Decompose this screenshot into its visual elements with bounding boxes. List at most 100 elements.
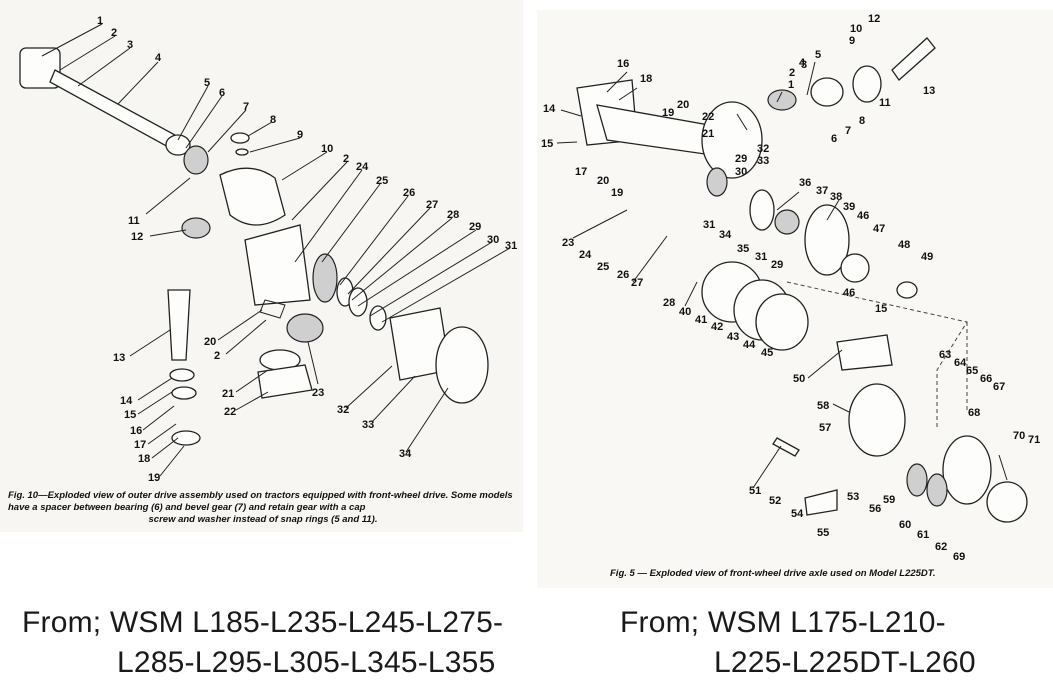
label-2b: 2 <box>343 153 349 165</box>
label-r62: 62 <box>935 541 947 553</box>
label-4: 4 <box>155 52 162 64</box>
label-r14: 14 <box>543 103 556 115</box>
flange-34 <box>435 326 489 404</box>
gear-12 <box>181 217 211 239</box>
label-r66: 66 <box>980 373 992 385</box>
label-r52: 52 <box>769 495 781 507</box>
label-r34: 34 <box>719 229 732 241</box>
label-r33: 33 <box>757 155 769 167</box>
right-dashed-guides <box>786 281 968 430</box>
label-r50: 50 <box>793 373 805 385</box>
label-13: 13 <box>113 352 125 364</box>
label-r57: 57 <box>819 422 831 434</box>
hub-47 <box>840 253 870 283</box>
label-r19b: 19 <box>611 187 623 199</box>
label-r17: 17 <box>575 166 587 178</box>
label-18: 18 <box>138 453 150 465</box>
disc-35 <box>749 189 775 231</box>
source-right-line1: From; WSM L175-L210- <box>620 606 946 639</box>
housing-22 <box>257 364 313 399</box>
label-r27: 27 <box>631 277 643 289</box>
label-r10: 10 <box>850 23 862 35</box>
label-r26: 26 <box>617 269 629 281</box>
source-left-line1: From; WSM L185-L235-L245-L275- <box>22 606 504 639</box>
flange-71 <box>986 481 1028 523</box>
gear-31 <box>774 209 800 235</box>
cap-13 <box>891 37 936 81</box>
label-r47: 47 <box>873 223 885 235</box>
label-r37: 37 <box>816 185 828 197</box>
label-r39: 39 <box>843 201 855 213</box>
label-30: 30 <box>487 234 499 246</box>
label-r15: 15 <box>541 138 553 150</box>
label-r63: 63 <box>939 349 951 361</box>
label-r1: 1 <box>788 79 794 91</box>
label-r56: 56 <box>869 503 881 515</box>
case-58 <box>848 383 906 457</box>
right-leaders <box>556 61 1008 489</box>
arm-50 <box>836 334 893 371</box>
left-exploded-diagram: 1 2 3 4 5 6 7 8 9 10 11 12 13 14 15 16 1… <box>19 15 517 484</box>
label-21: 21 <box>222 388 234 400</box>
source-left-line2: L285-L295-L305-L345-L355 <box>117 646 496 679</box>
left-figure-caption: Fig. 10—Exploded view of outer drive ass… <box>8 490 518 526</box>
label-32: 32 <box>337 404 349 416</box>
label-r6: 6 <box>831 133 837 145</box>
label-31: 31 <box>505 240 517 252</box>
label-27: 27 <box>426 199 438 211</box>
center-case <box>701 101 763 179</box>
label-r30: 30 <box>735 166 747 178</box>
right-labels: 1 2 3 4 5 6 7 8 9 10 11 12 13 14 15 16 1… <box>541 13 1040 563</box>
label-23: 23 <box>312 387 324 399</box>
label-r28: 28 <box>663 297 675 309</box>
label-25: 25 <box>376 175 388 187</box>
label-r32: 32 <box>757 143 769 155</box>
label-r69: 69 <box>953 551 965 563</box>
gear-62 <box>926 473 948 507</box>
ring-16 <box>171 386 197 400</box>
label-28: 28 <box>447 209 459 221</box>
label-r43: 43 <box>727 331 739 343</box>
label-r36: 36 <box>799 177 811 189</box>
label-r67: 67 <box>993 381 1005 393</box>
label-r60: 60 <box>899 519 911 531</box>
bearing-18 <box>171 430 201 446</box>
left-labels: 1 2 3 4 5 6 7 8 9 10 11 12 13 14 15 16 1… <box>97 15 517 484</box>
washer <box>235 148 249 156</box>
left-diagram-panel: 1 2 3 4 5 6 7 8 9 10 11 12 13 14 15 16 1… <box>0 0 523 532</box>
label-6: 6 <box>219 87 225 99</box>
label-7: 7 <box>243 101 249 113</box>
bracket-54 <box>804 489 838 516</box>
label-19: 19 <box>148 472 160 484</box>
label-15: 15 <box>124 409 136 421</box>
right-exploded-diagram: 1 2 3 4 5 6 7 8 9 10 11 12 13 14 15 16 1… <box>541 13 1040 563</box>
label-r71: 71 <box>1028 434 1040 446</box>
label-33: 33 <box>362 419 374 431</box>
label-r29: 29 <box>735 153 747 165</box>
label-r49: 49 <box>921 251 933 263</box>
label-r20: 20 <box>677 99 689 111</box>
label-5: 5 <box>204 77 210 89</box>
label-r46b: 46 <box>843 287 855 299</box>
label-r65: 65 <box>966 365 978 377</box>
right-diagram-panel: 1 2 3 4 5 6 7 8 9 10 11 12 13 14 15 16 1… <box>537 10 1053 588</box>
clip-20 <box>259 299 286 319</box>
outer-case <box>244 224 311 306</box>
label-r9: 9 <box>849 35 855 47</box>
label-r29b: 29 <box>771 259 783 271</box>
rod-51 <box>772 437 800 457</box>
label-r16: 16 <box>617 58 629 70</box>
label-r51: 51 <box>749 485 761 497</box>
label-11: 11 <box>128 215 140 227</box>
right-figure-caption: Fig. 5 — Exploded view of front-wheel dr… <box>610 568 936 579</box>
left-leaders <box>41 23 511 477</box>
bearing-small <box>230 132 250 144</box>
left-parts <box>19 47 489 446</box>
label-r59: 59 <box>883 494 895 506</box>
drive-shaft <box>49 69 176 149</box>
label-r55: 55 <box>817 527 829 539</box>
label-r44: 44 <box>743 339 756 351</box>
bearing-28 <box>348 287 368 317</box>
seal-31 <box>369 305 387 331</box>
label-24: 24 <box>356 161 369 173</box>
